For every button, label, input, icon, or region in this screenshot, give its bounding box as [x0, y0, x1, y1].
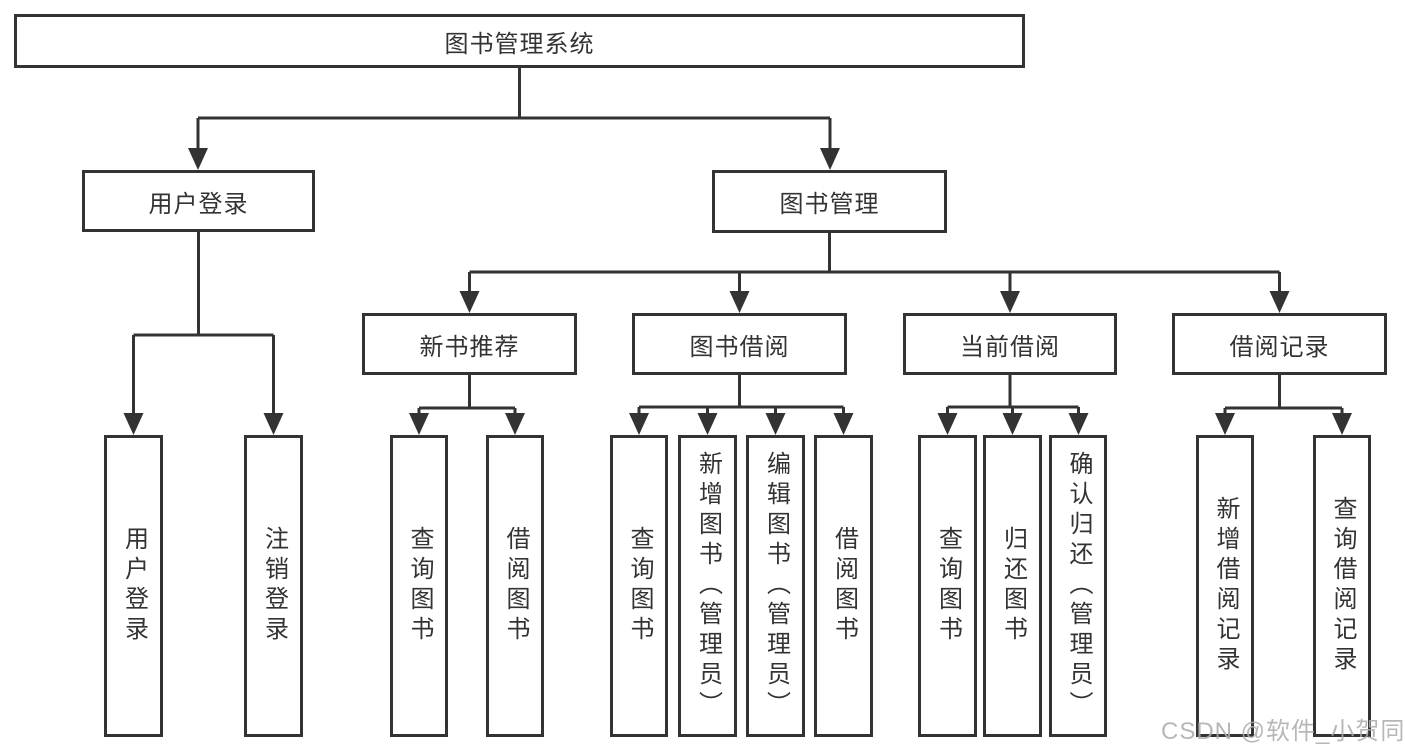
- node-user-login-branch: 用户登录: [82, 170, 315, 232]
- node-leaf-edit-book-admin: 编辑图书（管理员）: [746, 435, 805, 737]
- node-leaf-borrow-books-2: 借阅图书: [814, 435, 873, 737]
- node-new-book-recommend: 新书推荐: [362, 313, 577, 375]
- node-leaf-return-book: 归还图书: [983, 435, 1042, 737]
- node-root: 图书管理系统: [14, 14, 1025, 68]
- node-leaf-add-borrow-record: 新增借阅记录: [1196, 435, 1254, 737]
- node-leaf-add-book-admin: 新增图书（管理员）: [678, 435, 737, 737]
- node-book-borrow: 图书借阅: [632, 313, 847, 375]
- node-leaf-borrow-books-1: 借阅图书: [486, 435, 544, 737]
- node-leaf-query-books-3: 查询图书: [918, 435, 977, 737]
- node-leaf-query-borrow-record: 查询借阅记录: [1313, 435, 1371, 737]
- node-leaf-query-books-1: 查询图书: [390, 435, 448, 737]
- csdn-watermark: CSDN @软件_小贺同学: [1161, 718, 1405, 745]
- node-book-mgmt-branch: 图书管理: [712, 170, 947, 233]
- node-leaf-confirm-return-admin: 确认归还（管理员）: [1049, 435, 1107, 737]
- arrowheads: [123, 148, 1352, 435]
- node-current-borrow: 当前借阅: [903, 313, 1117, 375]
- node-borrow-records: 借阅记录: [1172, 313, 1387, 375]
- node-leaf-user-login: 用户登录: [104, 435, 163, 737]
- node-leaf-query-books-2: 查询图书: [610, 435, 668, 737]
- node-leaf-logout: 注销登录: [244, 435, 303, 737]
